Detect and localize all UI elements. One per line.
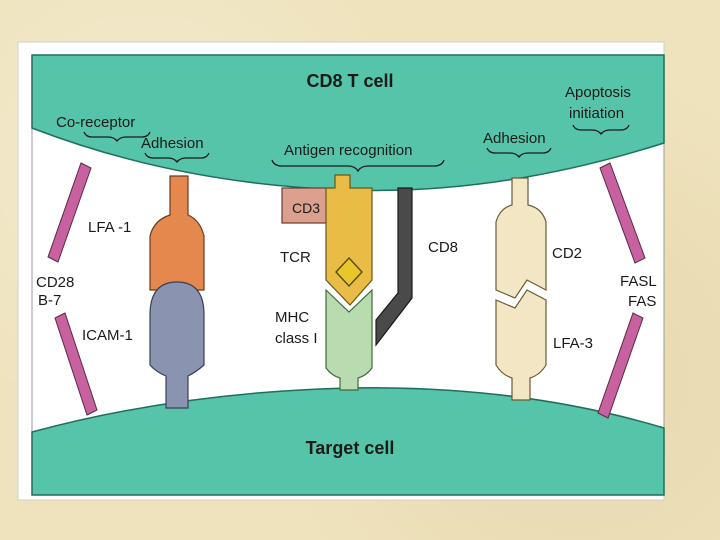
adhesion-right-label: Adhesion (483, 130, 546, 147)
apoptosis-label-line2: initiation (569, 105, 624, 122)
apoptosis-bracket (572, 124, 630, 136)
apoptosis-label-line1: Apoptosis (565, 84, 631, 101)
cd3-molecule (281, 187, 331, 224)
antigen-peptide (335, 256, 363, 288)
antigen-recognition-bracket (271, 159, 445, 173)
b7-bar (54, 312, 98, 416)
cd8-t-cell-label: CD8 T cell (306, 71, 393, 91)
lfa3-molecule (495, 289, 547, 401)
fas-label: FAS (628, 293, 656, 310)
adhesion-left-bracket (144, 152, 210, 164)
target-cell-label: Target cell (306, 438, 395, 458)
lfa3-label: LFA-3 (553, 335, 593, 352)
fasl-label: FASL (620, 273, 657, 290)
mhc-label-line1: MHC (275, 309, 309, 326)
lfa1-label: LFA -1 (88, 219, 131, 236)
cd8-molecule (375, 187, 413, 347)
co-receptor-label: Co-receptor (56, 114, 135, 131)
icam1-label: ICAM-1 (82, 327, 133, 344)
cd28-bar (47, 162, 92, 263)
icam1-molecule (149, 281, 205, 409)
cd2-molecule (495, 177, 547, 299)
cd8-label: CD8 (428, 239, 458, 256)
mhc-label-line2: class I (275, 330, 318, 347)
mhc-class-i-molecule (325, 288, 373, 391)
adhesion-right-bracket (486, 147, 552, 159)
cd28-label: CD28 (36, 274, 74, 291)
adhesion-left-label: Adhesion (141, 135, 204, 152)
cd2-label: CD2 (552, 245, 582, 262)
cd3-label: CD3 (292, 200, 320, 216)
lfa1-molecule (149, 175, 205, 291)
tcr-label: TCR (280, 249, 311, 266)
fas-bar (597, 312, 644, 419)
fasl-bar (599, 162, 646, 264)
co-receptor-bracket (83, 131, 151, 143)
antigen-recognition-label: Antigen recognition (284, 142, 412, 159)
b7-label: B-7 (38, 292, 61, 309)
